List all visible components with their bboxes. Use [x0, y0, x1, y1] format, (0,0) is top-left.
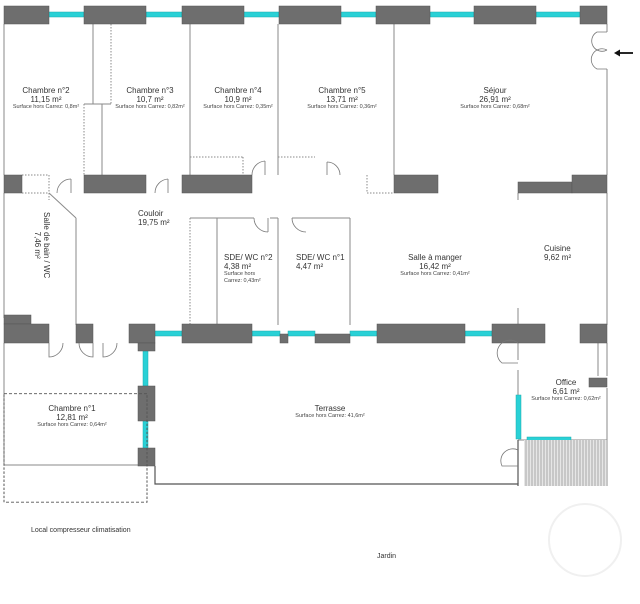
room-area: 10,7 m²	[136, 95, 164, 105]
terrace-boundary	[154, 466, 519, 486]
doors	[48, 31, 608, 467]
room-name: Terrasse	[314, 404, 346, 413]
room-sejour: Séjour 26,91 m² Surface hors Carrez: 0,6…	[440, 86, 550, 111]
room-carrez: Surface hors Carrez: 0,41m²	[400, 271, 470, 278]
room-area: 26,91 m²	[479, 95, 511, 105]
room-name: SDE/ WC n°2	[224, 253, 273, 262]
room-couloir: Couloir 19,75 m²	[138, 209, 188, 227]
room-carrez-line1: Surface hors	[224, 271, 256, 278]
jardin-label: Jardin	[377, 553, 397, 560]
windows	[47, 11, 581, 451]
watermark-logo	[548, 503, 622, 577]
room-chambre-3: Chambre n°3 10,7 m² Surface hors Carrez:…	[108, 86, 192, 111]
room-cuisine: Cuisine 9,62 m²	[544, 244, 584, 262]
entrance-arrow-icon	[614, 45, 634, 63]
hatched-area	[524, 440, 608, 486]
room-area: 4,47 m²	[296, 262, 324, 272]
room-carrez: Surface hors Carrez: 0,36m²	[307, 104, 377, 111]
room-chambre-4: Chambre n°4 10,9 m² Surface hors Carrez:…	[196, 86, 280, 111]
room-chambre-5: Chambre n°5 13,71 m² Surface hors Carrez…	[290, 86, 394, 111]
room-office: Office 6,61 m² Surface hors Carrez: 0,62…	[524, 378, 608, 403]
room-area: 11,15 m²	[30, 95, 62, 105]
room-area: 10,9 m²	[224, 95, 252, 105]
room-carrez: Surface hors Carrez: 0,82m²	[115, 104, 185, 111]
wall-blocks	[3, 5, 608, 467]
room-name: Salle de bain / WC	[42, 212, 52, 279]
room-sde-wc-1: SDE/ WC n°1 4,47 m²	[296, 253, 350, 271]
room-chambre-2: Chambre n°2 11,15 m² Surface hors Carrez…	[2, 86, 90, 111]
room-name: Chambre n°5	[318, 86, 366, 95]
room-carrez-line2: Carrez: 0,43m²	[224, 277, 261, 284]
room-name: Couloir	[138, 209, 164, 218]
room-salle-de-bain: Salle de bain / WC 7,46 m²	[33, 207, 51, 283]
room-carrez: Surface hors Carrez: 41,6m²	[295, 413, 365, 420]
room-name: Séjour	[483, 86, 507, 95]
room-sde-wc-2: SDE/ WC n°2 4,38 m² Surface hors Carrez:…	[224, 253, 278, 284]
dotted-partitions	[22, 24, 394, 325]
room-name: Office	[555, 378, 577, 387]
room-area: 4,38 m²	[224, 262, 252, 272]
room-carrez: Surface hors Carrez: 0,35m²	[203, 104, 273, 111]
room-name: Chambre n°4	[214, 86, 262, 95]
room-area: 16,42 m²	[419, 262, 451, 272]
room-carrez: Surface hors Carrez: 0,64m²	[37, 422, 107, 429]
local-compresseur-box	[3, 393, 148, 503]
room-area: 9,62 m²	[544, 253, 572, 263]
room-name: Salle à manger	[408, 253, 462, 262]
room-carrez: Surface hors Carrez: 0,68m²	[460, 104, 530, 111]
room-name: Chambre n°2	[22, 86, 70, 95]
room-chambre-1: Chambre n°1 12,81 m² Surface hors Carrez…	[22, 404, 122, 429]
room-name: Chambre n°1	[48, 404, 96, 413]
room-name: Chambre n°3	[126, 86, 174, 95]
room-area: 6,61 m²	[552, 387, 580, 397]
room-area: 12,81 m²	[56, 413, 88, 423]
local-compresseur-label: Local compresseur climatisation	[31, 527, 131, 534]
room-name: SDE/ WC n°1	[296, 253, 345, 262]
room-area: 7,46 m²	[33, 231, 42, 259]
room-area: 13,71 m²	[326, 95, 358, 105]
room-terrasse: Terrasse Surface hors Carrez: 41,6m²	[270, 404, 390, 420]
room-name: Cuisine	[544, 244, 571, 253]
room-area: 19,75 m²	[138, 218, 170, 228]
room-carrez: Surface hors Carrez: 0,8m²	[12, 104, 80, 111]
room-carrez: Surface hors Carrez: 0,62m²	[531, 396, 601, 403]
room-salle-a-manger: Salle à manger 16,42 m² Surface hors Car…	[385, 253, 485, 278]
